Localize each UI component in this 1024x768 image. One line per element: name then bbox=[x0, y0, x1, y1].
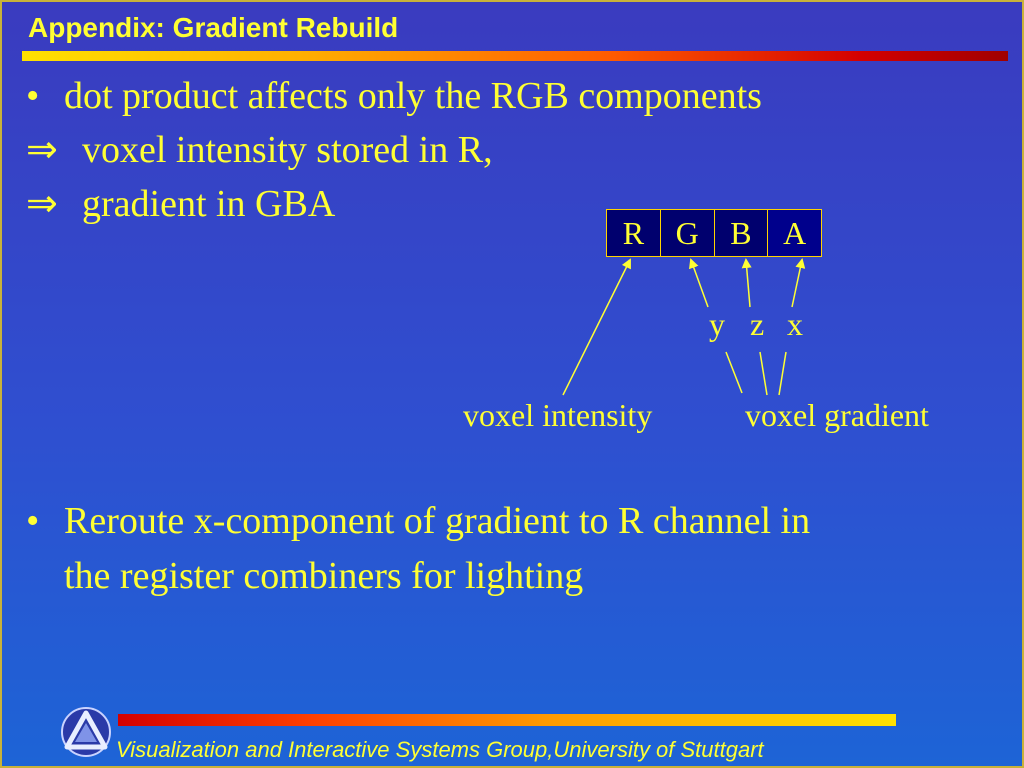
component-z-label: z bbox=[750, 306, 765, 342]
component-x-label: x bbox=[787, 306, 803, 342]
arrow-x-to-a bbox=[791, 258, 806, 308]
implication-2-text: gradient in GBA bbox=[82, 183, 336, 225]
implies-symbol: ⇒ bbox=[26, 183, 58, 225]
line-gradient-to-y bbox=[725, 351, 743, 394]
bullet-2: • Reroute x-component of gradient to R ch… bbox=[26, 499, 810, 545]
implication-1: ⇒ voxel intensity stored in R, bbox=[26, 128, 493, 174]
line-gradient-to-x bbox=[778, 351, 787, 396]
register-cell-b: B bbox=[714, 210, 769, 256]
arrow-intensity-to-r bbox=[562, 258, 631, 396]
line-gradient-to-z bbox=[759, 351, 768, 396]
implication-1-text: voxel intensity stored in R, bbox=[82, 129, 493, 171]
register-cell-r: R bbox=[607, 210, 661, 256]
register-cell-a: A bbox=[768, 210, 821, 256]
bullet-1: • dot product affects only the RGB compon… bbox=[26, 74, 762, 120]
triangle-logo-icon bbox=[60, 706, 112, 763]
footer-affiliation: Visualization and Interactive Systems Gr… bbox=[116, 737, 764, 762]
bullet-marker: • bbox=[26, 75, 40, 117]
bullet-2-line-1: Reroute x-component of gradient to R cha… bbox=[64, 500, 811, 542]
bullet-2-continuation: the register combiners for lighting bbox=[64, 554, 583, 600]
bullet-1-text: dot product affects only the RGB compone… bbox=[64, 75, 762, 117]
voxel-gradient-label: voxel gradient bbox=[745, 397, 929, 433]
bullet-2-line-2: the register combiners for lighting bbox=[64, 555, 584, 597]
component-y-label: y bbox=[709, 306, 725, 342]
register-cell-g: G bbox=[660, 210, 715, 256]
slide-title: Appendix: Gradient Rebuild bbox=[28, 12, 399, 43]
footer-gradient-bar bbox=[118, 714, 896, 726]
title-underline-bar bbox=[22, 51, 1008, 61]
rgba-register: R G B A bbox=[606, 209, 822, 257]
voxel-intensity-label: voxel intensity bbox=[463, 397, 653, 433]
implication-2: ⇒ gradient in GBA bbox=[26, 182, 335, 228]
bullet-marker: • bbox=[26, 500, 40, 542]
arrow-y-to-g bbox=[689, 258, 709, 308]
arrow-z-to-b bbox=[741, 258, 752, 308]
implies-symbol: ⇒ bbox=[26, 129, 58, 171]
